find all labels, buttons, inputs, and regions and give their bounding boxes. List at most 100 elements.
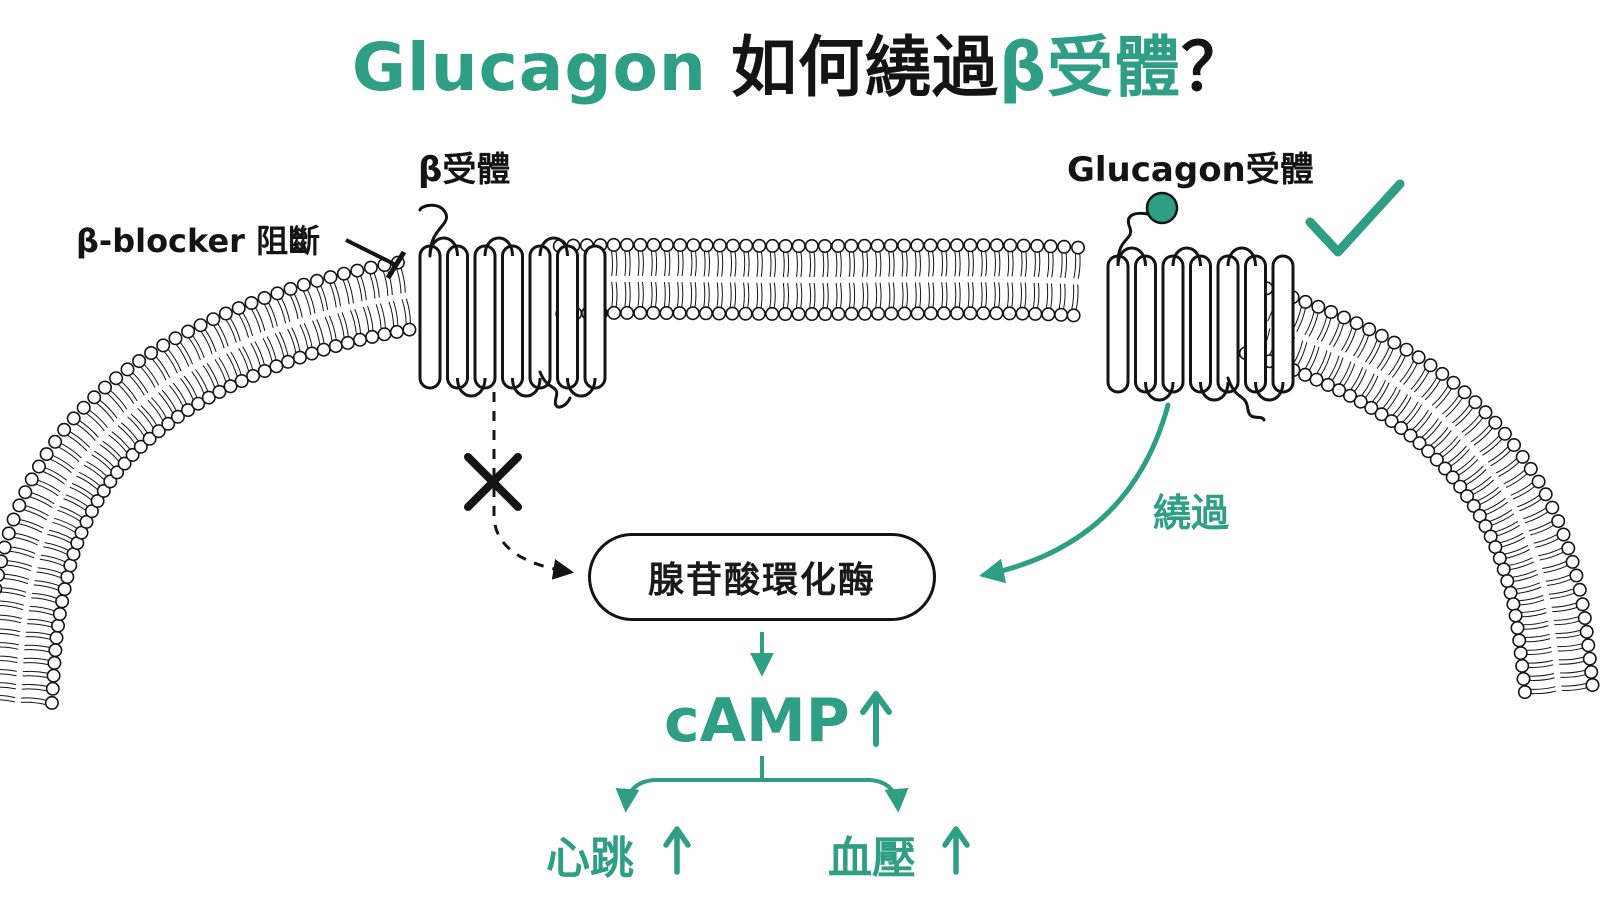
lipid-tail xyxy=(641,281,644,307)
lipid-tail xyxy=(1380,348,1394,371)
lipid-tail xyxy=(1431,385,1449,406)
lipid-tail xyxy=(1504,544,1529,555)
lipid-tail xyxy=(341,312,349,337)
lipid-tail xyxy=(83,464,105,480)
lipid-head xyxy=(223,379,238,394)
lipid-tail xyxy=(0,673,17,677)
lipid-head xyxy=(1337,310,1352,325)
lipid-tail xyxy=(1032,282,1036,308)
lipid-tail xyxy=(1073,253,1077,279)
lipid-tail xyxy=(1297,341,1308,366)
lipid-tail xyxy=(1019,282,1022,308)
heart-rate-up-arrow-icon xyxy=(663,826,691,875)
lipid-head xyxy=(1435,366,1450,381)
lipid-tail xyxy=(730,251,732,277)
lipid-head xyxy=(1374,407,1389,422)
lipid-tail xyxy=(373,273,380,298)
lipid-tail xyxy=(1386,389,1401,411)
lipid-head xyxy=(1364,400,1379,415)
lipid-tail xyxy=(1506,549,1530,559)
lipid-tail xyxy=(102,440,122,459)
lipid-tail xyxy=(809,252,812,278)
lipid-head xyxy=(1446,375,1461,390)
lipid-tail xyxy=(796,252,798,278)
lipid-tail xyxy=(0,591,26,598)
lipid-tail xyxy=(1549,592,1575,599)
lipid-head xyxy=(1054,307,1069,322)
lipid-tail xyxy=(1479,490,1502,505)
title-how-bypass: 如何繞過 xyxy=(706,29,999,106)
lipid-tail xyxy=(928,282,930,308)
lipid-tail xyxy=(1011,282,1014,308)
lipid-tail xyxy=(180,377,194,400)
lipid-tail xyxy=(1501,536,1526,548)
lipid-head xyxy=(283,281,298,296)
lipid-tail xyxy=(1549,588,1574,595)
lipid-head xyxy=(1515,449,1530,464)
lipid-tail xyxy=(0,699,15,703)
lipid-tail xyxy=(337,313,345,338)
lipid-tail xyxy=(57,509,81,522)
lipid-head xyxy=(686,238,701,253)
lipid-tail xyxy=(1024,282,1027,308)
lipid-tail xyxy=(1519,498,1542,512)
check-mark-icon xyxy=(1305,179,1405,257)
lipid-head xyxy=(620,305,635,320)
page-title: Glucagon 如何繞過β受體？ xyxy=(0,14,1600,110)
lipid-tail xyxy=(655,281,657,307)
lipid-tail xyxy=(25,631,51,636)
lipid-tail xyxy=(96,402,115,422)
lipid-tail xyxy=(294,293,303,318)
lipid-tail xyxy=(1399,361,1414,383)
lipid-head xyxy=(316,342,331,357)
lipid-head xyxy=(365,329,380,344)
receptor-loop xyxy=(566,377,597,398)
lipid-tail xyxy=(213,325,225,349)
lipid-head xyxy=(725,238,740,253)
lipid-head xyxy=(246,368,261,383)
lipid-head xyxy=(257,290,272,305)
lipid-tail xyxy=(9,550,35,559)
lipid-tail xyxy=(50,458,72,474)
lipid-tail xyxy=(1560,674,1586,678)
lipid-tail xyxy=(1316,350,1328,374)
lipid-tail xyxy=(1024,251,1027,277)
lipid-tail xyxy=(1510,561,1535,571)
lipid-head xyxy=(950,306,965,321)
lipid-tail xyxy=(27,618,53,624)
lipid-tail xyxy=(1489,509,1513,522)
lipid-tail xyxy=(1316,316,1328,341)
lipid-tail xyxy=(0,655,18,659)
lipid-tail xyxy=(1450,448,1470,467)
lipid-tail xyxy=(180,342,194,365)
lipid-tail xyxy=(6,564,31,572)
lipid-head xyxy=(1030,238,1045,253)
lipid-tail xyxy=(1435,388,1452,409)
lipid-tail xyxy=(1495,458,1517,474)
lipid-tail xyxy=(958,251,961,277)
receptor-helix xyxy=(446,244,469,390)
lipid-head xyxy=(46,668,61,683)
camp-label: cAMP xyxy=(664,686,850,756)
lipid-head xyxy=(1311,299,1326,314)
lipid-tail xyxy=(61,443,82,459)
lipid-tail xyxy=(140,366,156,388)
lipid-tail xyxy=(1364,340,1378,363)
lipid-head xyxy=(120,362,135,377)
lipid-tail xyxy=(192,335,205,359)
lipid-head xyxy=(168,331,183,346)
receptor-loop xyxy=(1254,381,1285,402)
lipid-tail xyxy=(1063,283,1066,309)
lipid-head xyxy=(1457,385,1472,400)
lipid-tail xyxy=(1518,595,1544,602)
lipid-head xyxy=(24,472,39,487)
lipid-tail xyxy=(835,252,838,277)
lipid-tail xyxy=(1497,524,1520,537)
lipid-tail xyxy=(637,281,640,307)
lipid-tail xyxy=(1372,380,1386,402)
lipid-tail xyxy=(972,251,974,277)
lipid-head xyxy=(949,238,964,253)
lipid-tail xyxy=(708,251,710,277)
lipid-head xyxy=(1500,573,1515,588)
lipid-head xyxy=(1421,444,1436,459)
